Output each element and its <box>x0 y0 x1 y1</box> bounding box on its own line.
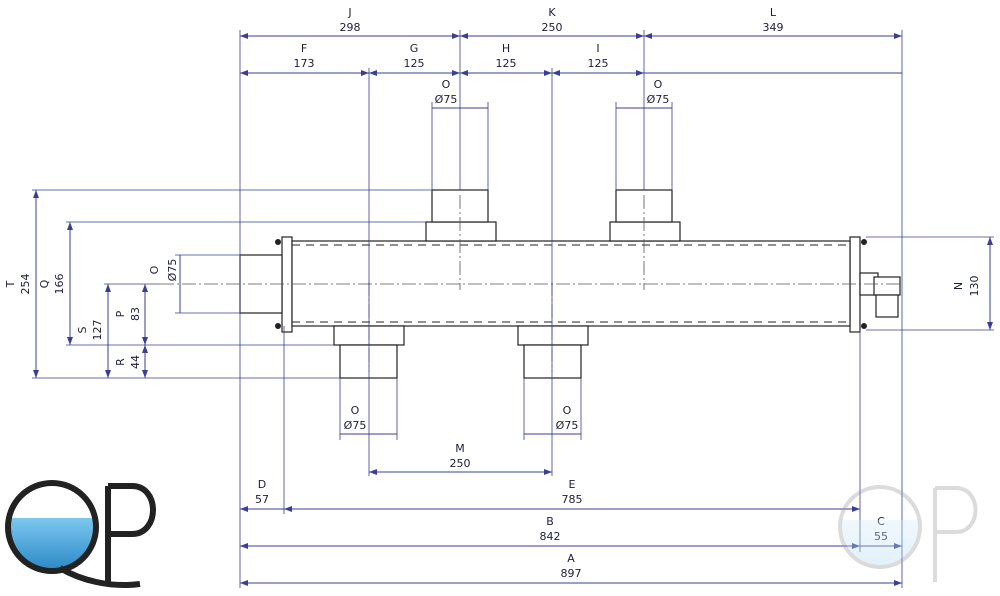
dimension-labels: J 298 K 250 L 349 F 173 G 125 H 125 I 12… <box>4 6 981 580</box>
dim-I-value: 125 <box>588 57 609 70</box>
dim-P-value: 83 <box>129 307 142 321</box>
dim-D-letter: D <box>258 478 266 491</box>
dim-O-bottom-right-value: Ø75 <box>556 419 579 432</box>
dim-T-letter: T <box>4 280 17 288</box>
dim-I-letter: I <box>596 42 599 55</box>
dim-K-value: 250 <box>542 21 563 34</box>
dim-D-value: 57 <box>255 493 269 506</box>
dim-L-letter: L <box>770 6 777 19</box>
qp-watermark <box>838 485 978 582</box>
dim-O-bottom-left-value: Ø75 <box>344 419 367 432</box>
dim-E-value: 785 <box>562 493 583 506</box>
cylinder <box>291 240 851 327</box>
bolt <box>275 323 281 329</box>
bolt <box>861 239 867 245</box>
heater-body <box>239 189 901 379</box>
dim-O-bottom-left-letter: O <box>351 404 360 417</box>
top-pipe-left-flange <box>425 221 497 242</box>
dim-N-letter: N <box>952 282 965 290</box>
dim-O-top-left-value: Ø75 <box>435 93 458 106</box>
dim-K-letter: K <box>548 6 556 19</box>
dim-O-top-right-value: Ø75 <box>647 93 670 106</box>
dim-A-letter: A <box>567 552 575 565</box>
terminal-gland <box>875 294 899 318</box>
dim-S-value: 127 <box>91 320 104 341</box>
dim-P-letter: P <box>114 310 127 317</box>
dim-R-letter: R <box>114 358 127 366</box>
dim-L-value: 349 <box>763 21 784 34</box>
dim-Q-value: 166 <box>53 274 66 295</box>
qp-logo <box>5 480 156 589</box>
dim-O-left-letter: O <box>148 265 161 274</box>
dim-F-letter: F <box>301 42 307 55</box>
dim-E-letter: E <box>569 478 576 491</box>
terminal-cap <box>873 276 901 296</box>
dim-A-value: 897 <box>561 567 582 580</box>
dim-R-value: 44 <box>129 355 142 369</box>
dim-G-letter: G <box>410 42 419 55</box>
extension-lines <box>32 30 994 588</box>
dim-M-value: 250 <box>450 457 471 470</box>
dim-N-value: 130 <box>968 276 981 297</box>
left-flange <box>281 236 293 333</box>
bolt <box>275 239 281 245</box>
bottom-pipe-left <box>339 344 398 379</box>
dim-Q-letter: Q <box>38 279 51 288</box>
dim-G-value: 125 <box>404 57 425 70</box>
dim-B-letter: B <box>546 515 554 528</box>
right-flange <box>849 236 861 333</box>
dim-O-left-value: Ø75 <box>166 259 179 282</box>
dim-O-top-left-letter: O <box>442 78 451 91</box>
dimension-lines <box>35 35 991 584</box>
dim-F-value: 173 <box>294 57 315 70</box>
dim-S-letter: S <box>76 326 89 333</box>
dim-H-letter: H <box>502 42 510 55</box>
dim-O-bottom-right-letter: O <box>563 404 572 417</box>
bottom-pipe-right <box>523 344 582 379</box>
dim-T-value: 254 <box>19 274 32 295</box>
dim-H-value: 125 <box>496 57 517 70</box>
bolt <box>861 323 867 329</box>
bottom-pipe-right-flange <box>517 325 589 346</box>
top-pipe-right-flange <box>609 221 681 242</box>
dim-B-value: 842 <box>540 530 561 543</box>
dim-J-letter: J <box>347 6 351 19</box>
dim-O-top-right-letter: O <box>654 78 663 91</box>
dim-M-letter: M <box>455 442 465 455</box>
dim-J-value: 298 <box>340 21 361 34</box>
